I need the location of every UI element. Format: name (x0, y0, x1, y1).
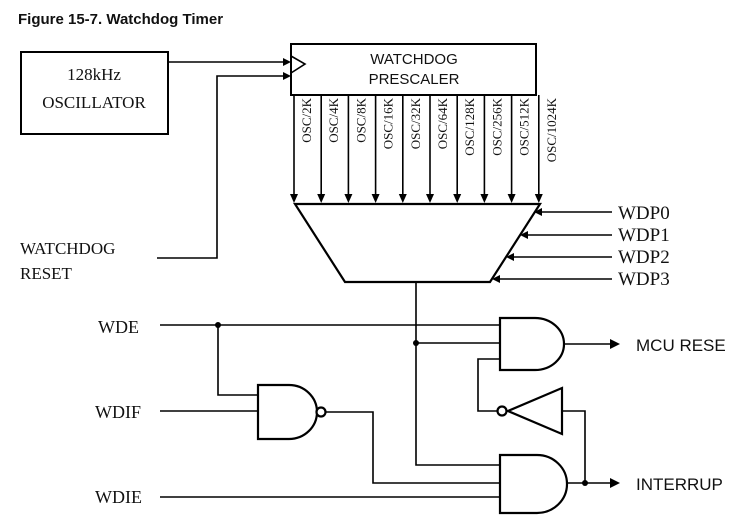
oscillator-frequency: 128kHz (67, 65, 121, 84)
watchdog-reset-wire (157, 75, 285, 259)
wdp2-label: WDP2 (618, 247, 670, 268)
tap-arrow (290, 194, 298, 203)
wde-to-nand-wire (217, 325, 258, 396)
nand-gate-body (256, 383, 319, 441)
prescaler-taps: OSC/2K OSC/4K OSC/8K OSC/16K OSC/32K OSC/64K O… (290, 95, 559, 203)
wdp0-label: WDP0 (618, 203, 670, 224)
mcu-reset-label: MCU RESE (636, 336, 726, 355)
wdif-label: WDIF (95, 402, 141, 422)
tap-label: OSC/64K (435, 97, 450, 149)
tap-arrow (480, 194, 489, 203)
prescaler-block: WATCHDOG PRESCALER (290, 43, 537, 96)
prescaler-box (290, 43, 537, 96)
interrupt-label: INTERRUP (636, 475, 723, 494)
osc-clock-arrow (283, 58, 291, 66)
tap-label: OSC/2K (299, 97, 314, 142)
nand-inversion-bubble (315, 406, 327, 418)
tap-arrow (398, 194, 407, 203)
wde-label: WDE (98, 317, 139, 337)
tap-label: OSC/16K (381, 97, 396, 149)
watchdog-reset-arrow (283, 72, 291, 80)
tap-arrow (453, 194, 462, 203)
oscillator-box (20, 51, 169, 135)
tap-label: OSC/256K (489, 97, 504, 155)
mux-select-lines: WDP0 WDP1 WDP2 WDP3 (492, 203, 670, 290)
nand-output-wire (326, 411, 500, 484)
tap-label: OSC/32K (408, 97, 423, 149)
inverter-bubble (496, 405, 508, 417)
wdp1-label: WDP1 (618, 225, 670, 246)
inverter-output-wire (477, 358, 500, 412)
tap-arrow (344, 194, 353, 203)
wdp3-arrow (492, 275, 500, 283)
interrupt-arrow (610, 478, 620, 488)
and-gate-interrupt (498, 453, 569, 515)
tap-label: OSC/128K (462, 97, 477, 155)
figure-title: Figure 15-7. Watchdog Timer (18, 11, 223, 28)
oscillator-block: 128kHz OSCILLATOR (20, 51, 169, 135)
prescaler-multiplexer (292, 202, 543, 284)
tap-arrow (317, 194, 326, 203)
junction-dot (413, 340, 419, 346)
prescaler-title-line2: PRESCALER (369, 71, 460, 88)
tap-label: OSC/512K (517, 97, 532, 155)
oscillator-label: OSCILLATOR (42, 93, 146, 112)
wdp2-arrow (506, 253, 514, 261)
watchdog-reset-label-2: RESET (20, 264, 73, 283)
tap-arrow (534, 194, 543, 203)
prescaler-title-line1: WATCHDOG (370, 51, 458, 68)
tap-label: OSC/4K (326, 97, 341, 142)
clock-input-marker (290, 55, 307, 74)
wdie-label: WDIE (95, 487, 142, 507)
and-gate-reset (498, 316, 566, 372)
tap-arrow (507, 194, 516, 203)
wdp1-arrow (520, 231, 528, 239)
nand-gate (256, 383, 327, 441)
mcu-reset-arrow (610, 339, 620, 349)
tap-arrow (426, 194, 434, 203)
watchdog-reset-label-1: WATCHDOG (20, 239, 115, 258)
mux-output-wire (415, 282, 500, 466)
tap-label: OSC/8K (353, 97, 368, 142)
wdp0-arrow (534, 208, 542, 216)
wdp3-label: WDP3 (618, 269, 670, 290)
tap-arrow (371, 194, 380, 203)
feedback-wire (562, 410, 586, 483)
tap-label: OSC/1024K (544, 97, 559, 162)
inverter-gate (505, 386, 564, 436)
